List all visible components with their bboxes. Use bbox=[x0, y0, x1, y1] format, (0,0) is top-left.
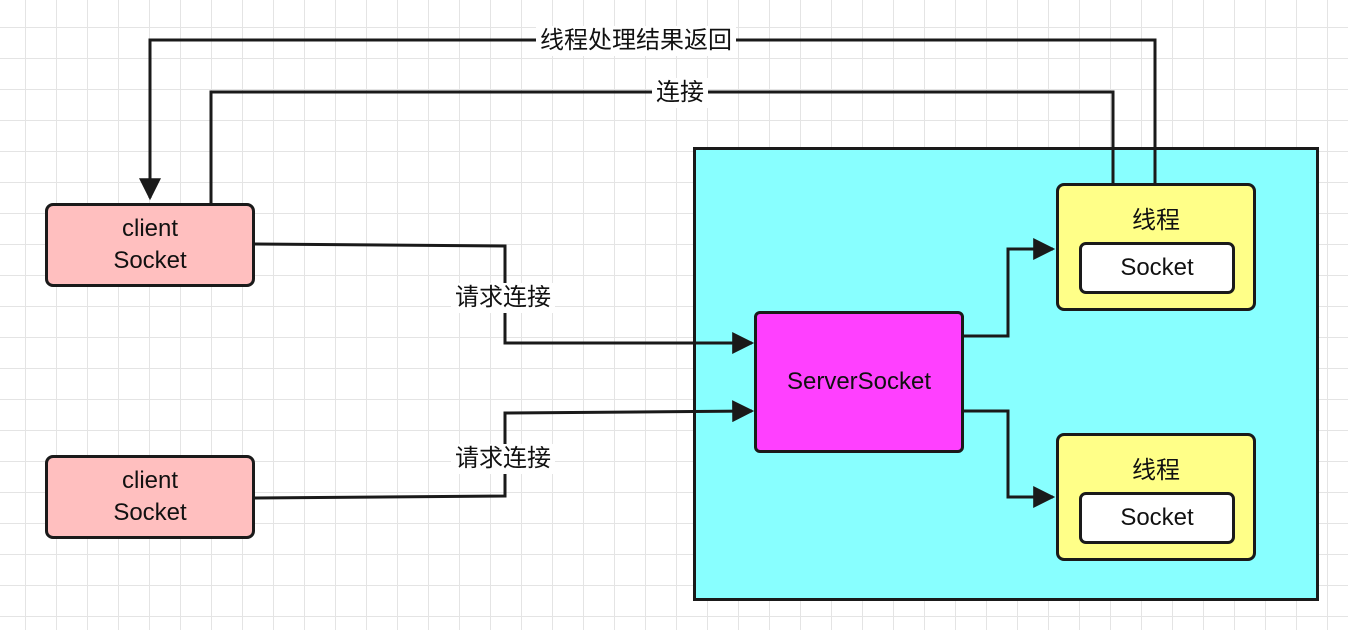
edge-label-connect: 连接 bbox=[652, 78, 708, 108]
client-socket-2: client Socket bbox=[45, 455, 255, 539]
edge-thread-result-return bbox=[139, 38, 1157, 201]
client-socket-1-label: client Socket bbox=[113, 215, 187, 274]
edge-server-to-thread-2 bbox=[963, 409, 1056, 508]
thread-2-socket: Socket bbox=[1079, 492, 1235, 544]
thread-1: 线程 Socket bbox=[1056, 183, 1256, 311]
thread-1-socket: Socket bbox=[1079, 242, 1235, 294]
thread-1-socket-label: Socket bbox=[1120, 254, 1194, 281]
thread-2: 线程 Socket bbox=[1056, 433, 1256, 561]
client-socket-2-label: client Socket bbox=[113, 467, 187, 526]
server-socket: ServerSocket bbox=[754, 311, 964, 453]
server-socket-label: ServerSocket bbox=[786, 368, 932, 395]
thread-2-socket-label: Socket bbox=[1120, 504, 1194, 531]
edge-connect bbox=[209, 90, 1124, 241]
thread-2-title: 线程 bbox=[1132, 457, 1180, 484]
edge-label-thread-result-return: 线程处理结果返回 bbox=[536, 26, 736, 56]
edge-label-request-connect-2: 请求连接 bbox=[451, 444, 555, 474]
thread-1-title: 线程 bbox=[1132, 207, 1180, 234]
client-socket-1: client Socket bbox=[45, 203, 255, 287]
edge-label-request-connect-1: 请求连接 bbox=[451, 283, 555, 313]
edge-server-to-thread-1 bbox=[963, 238, 1056, 338]
